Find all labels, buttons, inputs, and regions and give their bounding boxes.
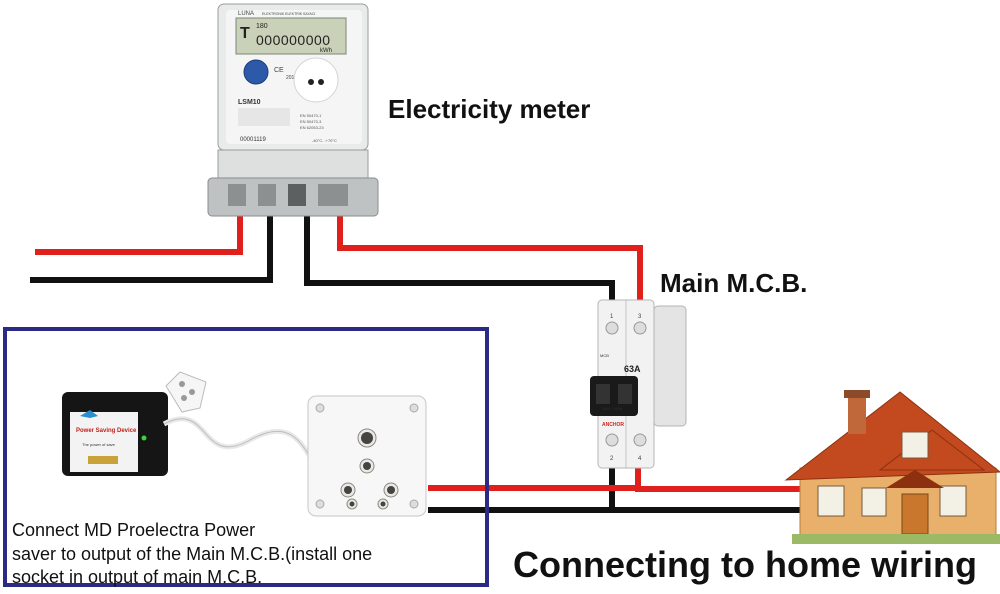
meter-lcd-reading: 000000000 bbox=[256, 32, 331, 48]
device-led bbox=[141, 435, 147, 441]
callout-text-line-2: saver to output of the Main M.C.B.(insta… bbox=[12, 544, 373, 564]
mcb-terminal-top-3: 3 bbox=[638, 314, 642, 320]
meter-standard-1: EN 50470-1 bbox=[300, 113, 322, 118]
electricity-meter: LUNA ELEKTRONIK ELEKTRIK SAYACI T 180 00… bbox=[207, 3, 379, 217]
wall-socket bbox=[307, 395, 427, 517]
mcb-brand: ANCHOR bbox=[602, 422, 624, 428]
meter-neutral-out-wire bbox=[304, 214, 615, 306]
incoming-live-wire bbox=[35, 214, 243, 255]
device-tagline: The power of save bbox=[82, 442, 116, 447]
house-illustration bbox=[784, 390, 1000, 544]
wires bbox=[30, 214, 805, 513]
meter-year: 2014 bbox=[286, 75, 297, 81]
meter-standard-2: EN 50470-3 bbox=[300, 119, 322, 124]
main-mcb: 1 3 MCB 63A 240V ~ 50Hz ANCHOR 2 4 bbox=[590, 299, 687, 469]
meter-standard-3: EN 62053-23 bbox=[300, 125, 324, 130]
meter-serial: 00001119 bbox=[240, 137, 266, 143]
meter-ce-mark: CE bbox=[274, 67, 284, 74]
meter-live-out-wire bbox=[337, 214, 643, 306]
meter-scroll-button bbox=[243, 59, 269, 85]
home-wiring-label: Connecting to home wiring bbox=[513, 544, 977, 585]
meter-model: LSM10 bbox=[238, 99, 261, 106]
mcb-voltage: 240V ~ 50Hz bbox=[602, 407, 623, 411]
device-plug bbox=[165, 371, 207, 413]
meter-lcd-T: T bbox=[240, 25, 250, 42]
meter-temp-range: -40°C...+70°C bbox=[312, 138, 337, 143]
main-mcb-label: Main M.C.B. bbox=[660, 268, 808, 298]
mcb-terminal-top-1: 1 bbox=[610, 314, 614, 320]
meter-lcd-unit: kWh bbox=[320, 48, 332, 54]
svg-text:MCB: MCB bbox=[600, 353, 609, 358]
meter-lcd-small: 180 bbox=[256, 23, 268, 30]
incoming-neutral-wire bbox=[30, 214, 273, 283]
mcb-terminal-bottom-2: 2 bbox=[610, 456, 614, 462]
meter-brand-sub: ELEKTRONIK ELEKTRIK SAYACI bbox=[262, 12, 315, 16]
callout-text-line-3: socket in output of main M.C.B. bbox=[12, 567, 263, 587]
meter-optical-port bbox=[293, 57, 339, 103]
power-saver-callout-box bbox=[3, 327, 489, 587]
callout-text-line-1: Connect MD Proelectra Power bbox=[12, 520, 256, 540]
meter-lcd bbox=[235, 17, 347, 55]
mcb-live-out-wire bbox=[635, 462, 805, 492]
mcb-terminal-bottom-4: 4 bbox=[638, 456, 642, 462]
device-title: Power Saving Device bbox=[76, 428, 137, 434]
mcb-rating: 63A bbox=[624, 364, 641, 374]
meter-brand: LUNA bbox=[238, 11, 254, 17]
power-saving-device: Power Saving Device The power of save bbox=[62, 371, 322, 476]
electricity-meter-label: Electricity meter bbox=[388, 94, 591, 124]
